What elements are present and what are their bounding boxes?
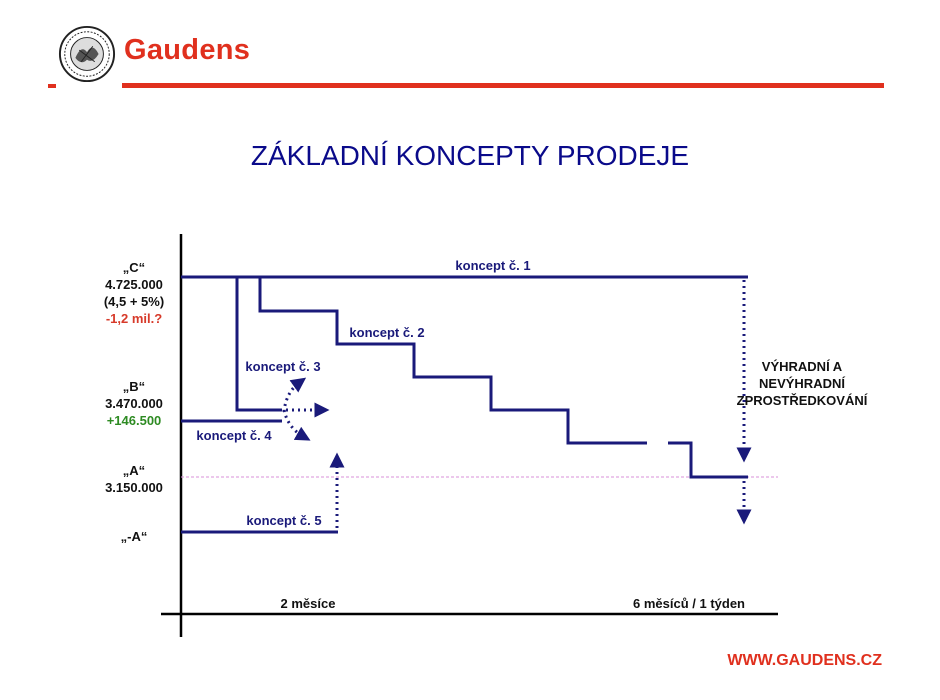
concept-5-label: koncept č. 5 xyxy=(246,513,321,528)
level-minus-a-name: „-A“ xyxy=(120,529,148,544)
level-c-label: „C“ 4.725.000 (4,5 + 5%) -1,2 mil.? xyxy=(94,259,174,327)
annotation-line-3: ZPROSTŘEDKOVÁNÍ xyxy=(737,393,868,408)
header-rule-small xyxy=(48,84,56,88)
concept-4-label: koncept č. 4 xyxy=(196,428,272,443)
level-minus-a-label: „-A“ xyxy=(94,528,174,545)
level-c-price: 4.725.000 xyxy=(105,277,163,292)
level-a-label: „A“ 3.150.000 xyxy=(94,462,174,496)
header-rule xyxy=(122,83,884,88)
concept-4-line xyxy=(235,277,282,412)
level-b-name: „B“ xyxy=(122,379,146,394)
page-title: ZÁKLADNÍ KONCEPTY PRODEJE xyxy=(250,140,690,171)
x-axis-label-2-months: 2 měsíce xyxy=(281,596,336,611)
concept-3-label: koncept č. 3 xyxy=(245,359,320,374)
level-b-label: „B“ 3.470.000 +146.500 xyxy=(94,378,174,429)
concept-2-final-step xyxy=(668,441,748,479)
concept-1-label: koncept č. 1 xyxy=(455,258,530,273)
concept-2-staircase xyxy=(258,277,647,445)
level-a-name: „A“ xyxy=(122,463,146,478)
level-a-price: 3.150.000 xyxy=(105,480,163,495)
level-b-diff: +146.500 xyxy=(106,413,162,428)
annotation-line-1: VÝHRADNÍ A xyxy=(762,359,843,374)
annotation-line-2: NEVÝHRADNÍ xyxy=(759,376,845,391)
level-c-diff: -1,2 mil.? xyxy=(105,311,163,326)
brand-logo-text: Gaudens xyxy=(124,34,251,66)
x-axis-label-6-months: 6 měsíců / 1 týden xyxy=(633,596,745,611)
header: Gaudens xyxy=(0,0,940,100)
level-b-price: 3.470.000 xyxy=(105,396,163,411)
concept-3-arrow xyxy=(282,377,307,413)
concept-2-label: koncept č. 2 xyxy=(349,325,424,340)
concept-4-arrow-down xyxy=(282,409,311,441)
level-c-note: (4,5 + 5%) xyxy=(103,294,165,309)
footer-url[interactable]: WWW.GAUDENS.CZ xyxy=(727,652,882,669)
level-c-name: „C“ xyxy=(122,260,146,275)
logo-seal-icon xyxy=(58,25,116,83)
